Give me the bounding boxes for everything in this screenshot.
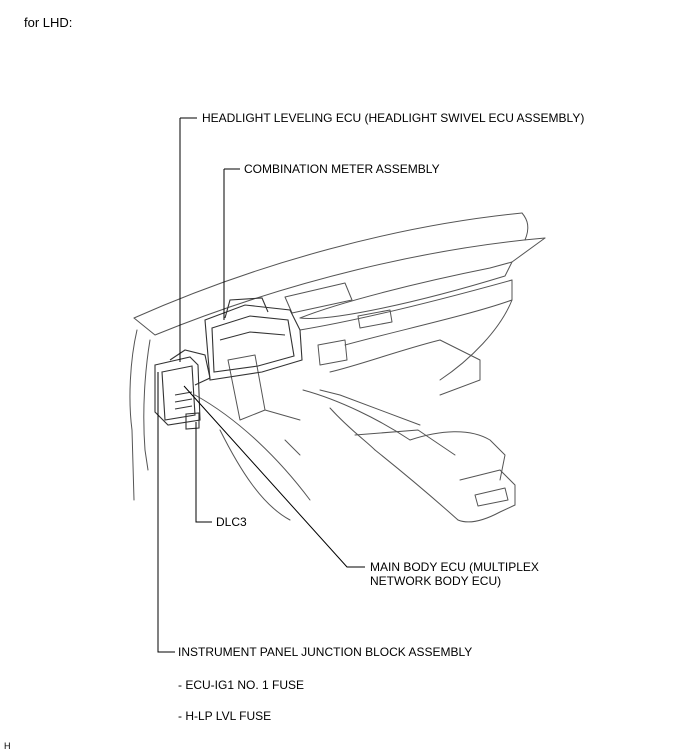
callout-main-body-ecu-line1: MAIN BODY ECU (MULTIPLEX	[370, 560, 539, 574]
callout-combination-meter-assembly: COMBINATION METER ASSEMBLY	[244, 162, 440, 176]
callout-main-body-ecu-line2: NETWORK BODY ECU)	[370, 574, 502, 588]
fuse-item: - H-LP LVL FUSE	[178, 709, 272, 723]
leader-combination-meter	[223, 168, 240, 320]
combination-meter-drawing	[204, 297, 303, 381]
callout-dlc3: DLC3	[216, 515, 247, 529]
page-heading: for LHD:	[24, 15, 73, 30]
dashboard-line-art	[129, 212, 546, 523]
leader-dlc3	[195, 422, 212, 523]
callout-headlight-leveling-ecu: HEADLIGHT LEVELING ECU (HEADLIGHT SWIVEL…	[202, 111, 585, 125]
leader-headlight-ecu	[179, 117, 197, 362]
leader-main-body-ecu	[183, 385, 365, 568]
callout-instrument-panel-junction-block: INSTRUMENT PANEL JUNCTION BLOCK ASSEMBLY	[178, 645, 473, 659]
fuse-item: - ECU-IG1 NO. 1 FUSE	[178, 678, 305, 692]
corner-mark: H	[4, 741, 11, 751]
junction-block-drawing	[154, 349, 211, 430]
leader-junction-block	[157, 372, 175, 653]
callout-leader-lines	[157, 117, 365, 653]
